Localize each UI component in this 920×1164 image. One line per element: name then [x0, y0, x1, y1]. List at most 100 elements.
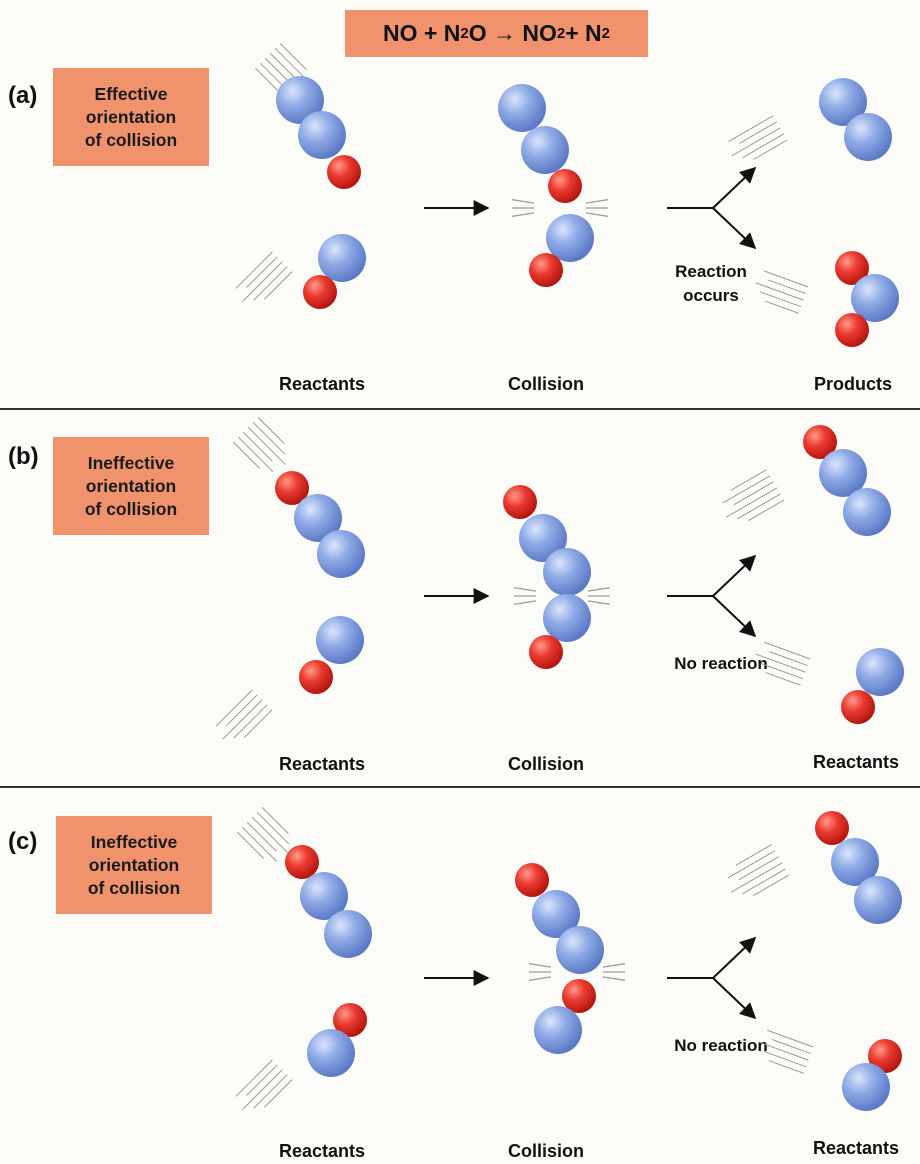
panel-a-outcome-line-2: occurs — [683, 286, 739, 305]
b-n2o-n1 — [294, 494, 342, 542]
c-n2o-motion-streak-2 — [256, 812, 290, 845]
panel-c-caption-left: Reactants — [278, 1141, 366, 1161]
a-col-o1 — [548, 169, 582, 203]
panel-b-caption-middle: Collision — [508, 754, 584, 774]
c-n2o-out-motion-streak-1 — [753, 874, 790, 896]
a-no-o — [303, 275, 337, 309]
c-n2o-n2 — [324, 910, 372, 958]
a-col-burst-ray-3 — [511, 212, 535, 217]
b-out-n3 — [856, 648, 904, 696]
c-no-out-motion-streak-5 — [767, 1029, 814, 1048]
a-no2-motion-streak-1 — [764, 300, 799, 314]
panel-a-outcome: Reaction occurs — [675, 260, 747, 308]
panel-c-outcome: No reaction — [674, 1034, 768, 1058]
eq-part-3: + N — [565, 20, 602, 46]
panel-c-label-line-1: Ineffective — [90, 831, 178, 852]
b-no-motion-streak-5 — [215, 689, 253, 727]
c-col-burst-ray-3 — [528, 976, 552, 981]
panel-a-caption-left: Reactants — [278, 374, 366, 394]
panel-a-caption-right: Products — [813, 374, 893, 394]
a-prod-o2 — [835, 313, 869, 347]
b-n2o-motion-streak-3 — [247, 427, 286, 465]
b-col-n2 — [543, 548, 591, 596]
a-prod-n1 — [819, 78, 867, 126]
c-n2o-motion-streak-1 — [261, 807, 289, 834]
a-no-motion-streak-5 — [235, 251, 273, 289]
b-no-out-motion-streak-4 — [769, 651, 808, 666]
a-prod-n2 — [844, 113, 892, 161]
a-prod-n3 — [851, 274, 899, 322]
a-n2o-motion-streak-2 — [274, 48, 308, 81]
c-n2o-motion-streak-6 — [237, 831, 264, 859]
a-n2o-n2 — [298, 111, 346, 159]
b-n2o-o — [275, 471, 309, 505]
c-no-n — [307, 1029, 355, 1077]
c-col-n1 — [532, 890, 580, 938]
c-col-o2 — [562, 979, 596, 1013]
panel-a-label-line-2: orientation — [85, 106, 177, 127]
a-col-burst-ray-6 — [585, 212, 609, 217]
a-col-n3 — [546, 214, 594, 262]
a-no-motion-streak-3 — [242, 261, 283, 302]
b-col-burst-ray-3 — [513, 600, 537, 605]
a-col-n1 — [498, 84, 546, 132]
b-no-motion-streak-1 — [244, 709, 273, 738]
b-n2o-out-motion-streak-4 — [733, 481, 774, 505]
a-no-n — [318, 234, 366, 282]
panel-a-tag: (a) — [8, 82, 38, 109]
c-col-burst-ray-4 — [602, 963, 626, 968]
panel-b-label-line-3: of collision — [84, 498, 178, 519]
a-col-burst-ray-4 — [585, 199, 609, 204]
c-col-n3 — [534, 1006, 582, 1054]
b-n2o-motion-streak-4 — [243, 431, 273, 462]
b-col-n1 — [519, 514, 567, 562]
panel-a-label-line-3: of collision — [84, 129, 178, 150]
c-n2o-out-motion-streak-3 — [731, 862, 783, 893]
c-col-n2 — [556, 926, 604, 974]
a-n2o-motion-streak-6 — [255, 67, 282, 95]
a-fork-up-arrow — [712, 166, 757, 209]
panel-b-outcome: No reaction — [674, 652, 768, 676]
a-n2-motion-streak-3 — [731, 127, 781, 156]
b-n2o-out-motion-streak-2 — [737, 493, 781, 520]
b-fork-up-arrow — [712, 554, 757, 597]
c-no-motion-streak-3 — [242, 1069, 283, 1110]
c-out-n2 — [854, 876, 902, 924]
c-fork-down-arrow — [712, 977, 757, 1020]
b-no-motion-streak-2 — [233, 704, 268, 739]
panel-c-caption-middle: Collision — [508, 1141, 584, 1161]
c-n2o-out-motion-streak-5 — [727, 850, 776, 879]
c-col-o1 — [515, 863, 549, 897]
b-no-out-motion-streak-2 — [760, 662, 804, 680]
b-n2o-motion-streak-1 — [257, 417, 285, 444]
b-no-motion-streak-3 — [222, 699, 263, 740]
eq-sub-3: 2 — [601, 25, 610, 42]
b-n2o-motion-streak-2 — [252, 422, 286, 455]
a-n2o-o — [327, 155, 361, 189]
divider-bc — [0, 786, 920, 788]
a-no2-motion-streak-2 — [760, 291, 802, 308]
c-fork-up-arrow — [712, 936, 757, 979]
c-no-motion-streak-5 — [235, 1059, 273, 1097]
c-no-out-motion-streak-3 — [758, 1041, 809, 1061]
panel-c-label-line-2: orientation — [88, 854, 180, 875]
b-fork-down-arrow — [712, 595, 757, 638]
eq-part-1: NO + N — [383, 20, 461, 46]
panel-a-label: Effective orientation of collision — [53, 68, 209, 166]
panel-b-label-line-1: Ineffective — [87, 452, 175, 473]
eq-part-2: O → NO — [468, 20, 557, 46]
c-out-n1 — [831, 838, 879, 886]
a-n2-motion-streak-1 — [753, 139, 788, 160]
panel-c-outcome-line-1: No reaction — [674, 1036, 768, 1055]
c-n2o-out-motion-streak-2 — [742, 868, 786, 895]
c-no-out-motion-streak-2 — [763, 1050, 807, 1068]
panel-a-outcome-line-1: Reaction — [675, 262, 747, 281]
panel-b-tag: (b) — [8, 443, 39, 470]
b-no-out-motion-streak-3 — [755, 653, 806, 673]
panel-a-caption-middle: Collision — [508, 374, 584, 394]
c-n2o-motion-streak-4 — [247, 821, 277, 852]
a-col-burst-ray-1 — [511, 199, 535, 204]
c-out-o1 — [815, 811, 849, 845]
